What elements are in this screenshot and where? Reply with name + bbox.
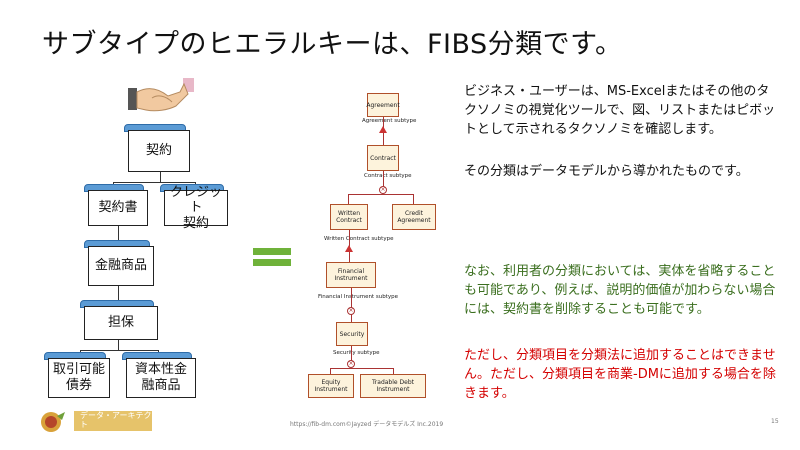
equals-sign	[253, 248, 291, 255]
uml-security[interactable]: Security	[336, 322, 368, 346]
paragraph-note-green: なお、利用者の分類においては、実体を省略することも可能であり、例えば、説明的価値…	[464, 264, 776, 317]
uml-tradable-debt[interactable]: Tradable Debt Instrument	[360, 374, 426, 398]
uml-credit-agreement[interactable]: Credit Agreement	[392, 204, 436, 230]
node-label: 取引可能 債券	[52, 362, 105, 393]
xor-icon: ×	[379, 186, 387, 194]
uml-label: Agreement	[366, 101, 400, 109]
brand-band: データ・アーキテクト	[74, 411, 152, 431]
xor-icon: ×	[347, 360, 355, 368]
equals-sign	[253, 259, 291, 266]
uml-connector	[348, 194, 349, 204]
inheritance-triangle-icon	[379, 126, 387, 133]
node-label: クレジット 契約	[169, 184, 222, 231]
paragraph-business-users: ビジネス・ユーザーは、MS-Excelまたはその他のタクソノミの視覚化ツールで、…	[464, 84, 776, 137]
uml-label: Credit Agreement	[397, 210, 431, 224]
page-number: 15	[771, 418, 779, 425]
node-label: 担保	[107, 315, 134, 331]
node-kinyu[interactable]: 金融商品	[88, 246, 154, 286]
uml-connector	[383, 171, 384, 191]
uml-connector	[348, 194, 414, 195]
uml-sub-label: Agreement subtype	[362, 118, 417, 124]
uml-label: Written Contract	[336, 210, 362, 224]
uml-label: Security	[339, 330, 365, 338]
uml-sub-label: Financial Instrument subtype	[318, 294, 398, 300]
node-keiyaku[interactable]: 契約	[128, 130, 190, 172]
uml-label: Equity Instrument	[314, 379, 348, 393]
connector	[118, 226, 119, 244]
node-label: 契約書	[98, 200, 138, 216]
uml-agreement[interactable]: Agreement	[366, 93, 400, 117]
uml-contract[interactable]: Contract	[367, 145, 399, 171]
connector	[160, 172, 161, 182]
connector	[80, 350, 158, 351]
handshake-icon	[128, 78, 194, 112]
uml-written-contract[interactable]: Written Contract	[330, 204, 368, 230]
uml-sub-label: Written Contract subtype	[324, 236, 394, 242]
uml-sub-label: Contract subtype	[364, 173, 412, 179]
uml-connector	[351, 346, 352, 364]
company-logo-icon	[41, 412, 65, 432]
uml-label: Financial Instrument	[334, 268, 368, 282]
uml-sub-label: Security subtype	[333, 350, 380, 356]
uml-label: Tradable Debt Instrument	[372, 379, 414, 393]
uml-connector	[330, 368, 331, 374]
uml-label: Contract	[370, 154, 396, 162]
node-torihiki[interactable]: 取引可能 債券	[48, 358, 110, 398]
connector	[118, 286, 119, 304]
uml-connector	[330, 368, 394, 369]
uml-equity-instrument[interactable]: Equity Instrument	[308, 374, 354, 398]
slide-title: サブタイプのヒエラルキーは、FIBS分類です。	[42, 29, 623, 60]
node-credit[interactable]: クレジット 契約	[164, 185, 228, 231]
connector	[118, 340, 119, 350]
node-label: 資本性金 融商品	[134, 362, 187, 393]
uml-connector	[413, 194, 414, 204]
node-tanpo[interactable]: 担保	[84, 306, 158, 340]
uml-financial-instrument[interactable]: Financial Instrument	[326, 262, 376, 288]
uml-connector	[351, 288, 352, 322]
node-shihon[interactable]: 資本性金 融商品	[126, 358, 196, 398]
paragraph-data-model: その分類はデータモデルから導かれたものです。	[464, 164, 749, 179]
inheritance-triangle-icon	[345, 245, 353, 252]
xor-icon: ×	[347, 307, 355, 315]
paragraph-note-red: ただし、分類項目を分類法に追加することはできません。ただし、分類項目を商業-DM…	[464, 348, 776, 401]
node-label: 金融商品	[94, 258, 147, 274]
footer-url[interactable]: https://fib-dm.com©Jayzed データモデルズ Inc.20…	[290, 421, 444, 428]
uml-connector	[393, 368, 394, 374]
node-keiyakusho[interactable]: 契約書	[88, 190, 148, 226]
connector	[113, 182, 195, 183]
node-label: 契約	[145, 143, 172, 159]
